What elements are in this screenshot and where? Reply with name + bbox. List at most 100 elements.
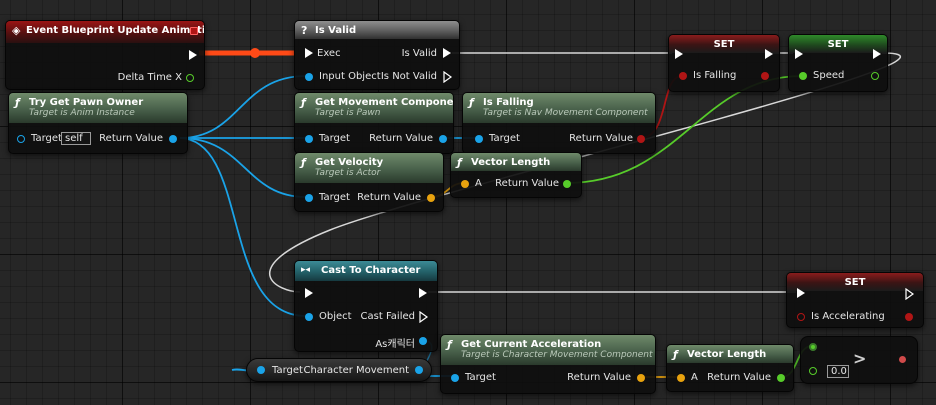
get-accel-return-label: Return Value: [567, 372, 631, 383]
cast-to-character-node[interactable]: ▸◂ Cast To Character Object Cast Failed …: [294, 260, 438, 352]
is-valid-exec-in-pin[interactable]: [305, 48, 313, 58]
vector-length-2-a-label: A: [691, 372, 698, 383]
get-velocity-node[interactable]: ƒ Get Velocity Target is Actor Target Re…: [294, 152, 444, 212]
try-get-pawn-subtitle: Target is Anim Instance: [29, 108, 135, 118]
char-movement-target-pin[interactable]: [257, 366, 265, 374]
vector-length-1-a-label: A: [475, 178, 482, 189]
set-accel-out-pin[interactable]: [905, 313, 913, 321]
get-movement-subtitle: Target is Pawn: [315, 108, 381, 118]
is-valid-exec-label: Exec: [317, 48, 341, 59]
try-get-pawn-owner-node[interactable]: ƒ Try Get Pawn Owner Target is Anim Inst…: [8, 92, 188, 154]
get-current-acceleration-node[interactable]: ƒ Get Current Acceleration Target is Cha…: [440, 334, 656, 394]
cast-as-character-label: As캐릭터: [375, 339, 415, 350]
set-accel-exec-in-pin[interactable]: [797, 288, 805, 298]
event-diamond-icon: ◈: [12, 24, 21, 37]
get-velocity-title: Get Velocity: [315, 157, 384, 168]
set-speed-out-pin[interactable]: [871, 72, 879, 80]
vector-length-1-header: ƒ Vector Length: [451, 153, 581, 171]
is-valid-not-valid-out-pin[interactable]: [443, 71, 453, 83]
event-update-animation-node[interactable]: ◈ Event Blueprint Update Animation Delta…: [5, 20, 205, 90]
event-delta-time-pin[interactable]: [186, 74, 194, 82]
get-movement-component-node[interactable]: ƒ Get Movement Component Target is Pawn …: [294, 92, 454, 154]
is-valid-title: Is Valid: [315, 25, 357, 36]
set-accel-value-pin[interactable]: [797, 313, 805, 321]
cast-object-pin[interactable]: [305, 313, 313, 321]
set-speed-exec-in-pin[interactable]: [795, 49, 803, 59]
try-get-pawn-target-pin[interactable]: [17, 135, 25, 143]
compare-a-pin[interactable]: [809, 343, 817, 351]
cast-exec-out-pin[interactable]: [419, 288, 427, 298]
vector-length-1-return-pin[interactable]: [563, 180, 571, 188]
vector-length-velocity-node[interactable]: ƒ Vector Length A Return Value: [450, 152, 582, 198]
is-falling-return-pin[interactable]: [637, 135, 645, 143]
is-falling-target-label: Target: [489, 133, 520, 144]
compare-b-pin[interactable]: [809, 367, 817, 375]
get-accel-target-pin[interactable]: [451, 374, 459, 382]
cast-failed-out-pin[interactable]: [419, 311, 429, 323]
get-accel-return-pin[interactable]: [637, 374, 645, 382]
function-f-icon: ƒ: [15, 96, 20, 109]
try-get-pawn-return-label: Return Value: [99, 133, 163, 144]
set-accel-exec-out-pin[interactable]: [905, 288, 915, 300]
get-movement-title: Get Movement Component: [315, 97, 453, 108]
object-wire-pawn-to-getvelocity: [179, 137, 307, 198]
event-delegate-square-icon[interactable]: [190, 27, 198, 35]
is-falling-node[interactable]: ƒ Is Falling Target is Nav Movement Comp…: [462, 92, 656, 154]
cast-header: ▸◂ Cast To Character: [295, 261, 437, 281]
try-get-pawn-return-pin[interactable]: [169, 135, 177, 143]
vector-length-accel-node[interactable]: ƒ Vector Length A Return Value: [666, 344, 794, 392]
vector-length-2-a-pin[interactable]: [677, 374, 685, 382]
char-movement-out-pin[interactable]: [415, 366, 423, 374]
set-is-falling-out-pin[interactable]: [761, 72, 769, 80]
is-valid-valid-out-pin[interactable]: [443, 48, 451, 58]
compare-out-pin[interactable]: [899, 356, 906, 363]
set-is-accelerating-title: SET: [844, 277, 866, 288]
get-velocity-target-pin[interactable]: [305, 194, 313, 202]
character-movement-node[interactable]: Target Character Movement: [246, 358, 432, 382]
set-speed-exec-out-pin[interactable]: [873, 49, 881, 59]
event-exec-out-pin[interactable]: [189, 50, 197, 60]
vector-length-1-return-label: Return Value: [495, 178, 559, 189]
set-speed-value-pin[interactable]: [799, 72, 807, 80]
get-movement-header: ƒ Get Movement Component Target is Pawn: [295, 93, 453, 123]
vector-length-2-header: ƒ Vector Length: [667, 345, 793, 363]
set-is-accelerating-node[interactable]: SET Is Accelerating: [786, 272, 924, 328]
get-movement-target-pin[interactable]: [305, 135, 313, 143]
vector-length-2-return-pin[interactable]: [777, 374, 785, 382]
try-get-pawn-target-field[interactable]: self: [61, 132, 91, 145]
set-is-falling-title: SET: [713, 39, 735, 50]
vector-length-1-title: Vector Length: [471, 157, 551, 168]
get-movement-return-label: Return Value: [369, 133, 433, 144]
cast-object-label: Object: [319, 311, 352, 322]
is-valid-header: ? Is Valid: [295, 21, 459, 39]
vector-length-1-a-pin[interactable]: [461, 180, 469, 188]
set-is-falling-exec-out-pin[interactable]: [765, 49, 773, 59]
try-get-pawn-title: Try Get Pawn Owner: [29, 97, 144, 108]
set-is-falling-value-pin[interactable]: [679, 72, 687, 80]
try-get-pawn-target-label: Target: [31, 133, 62, 144]
set-is-falling-var-label: Is Falling: [693, 70, 737, 81]
is-valid-input-object-pin[interactable]: [305, 73, 313, 81]
set-is-falling-header: SET: [669, 35, 779, 53]
set-is-falling-node[interactable]: SET Is Falling: [668, 34, 780, 92]
function-f-icon: ƒ: [447, 338, 452, 351]
compare-b-field[interactable]: 0.0: [827, 365, 849, 378]
function-f-icon: ƒ: [301, 156, 306, 169]
cast-exec-in-pin[interactable]: [305, 288, 313, 298]
event-delta-time-label: Delta Time X: [117, 72, 182, 83]
set-speed-node[interactable]: SET Speed: [788, 34, 888, 92]
get-accel-header: ƒ Get Current Acceleration Target is Cha…: [441, 335, 655, 365]
set-is-falling-exec-in-pin[interactable]: [675, 49, 683, 59]
get-accel-target-label: Target: [465, 372, 496, 383]
try-get-pawn-header: ƒ Try Get Pawn Owner Target is Anim Inst…: [9, 93, 187, 123]
get-velocity-return-pin[interactable]: [427, 194, 435, 202]
set-is-accelerating-header: SET: [787, 273, 923, 291]
vector-length-2-return-label: Return Value: [707, 372, 771, 383]
compare-greater-node[interactable]: 0.0 >: [800, 336, 918, 384]
get-movement-return-pin[interactable]: [439, 135, 447, 143]
is-falling-target-pin[interactable]: [475, 135, 483, 143]
event-node-header: ◈ Event Blueprint Update Animation: [6, 21, 204, 43]
cast-as-character-pin[interactable]: [419, 337, 427, 345]
is-valid-node[interactable]: ? Is Valid Exec Is Valid Input Object Is…: [294, 20, 460, 90]
is-valid-input-label: Input Object: [319, 71, 381, 82]
